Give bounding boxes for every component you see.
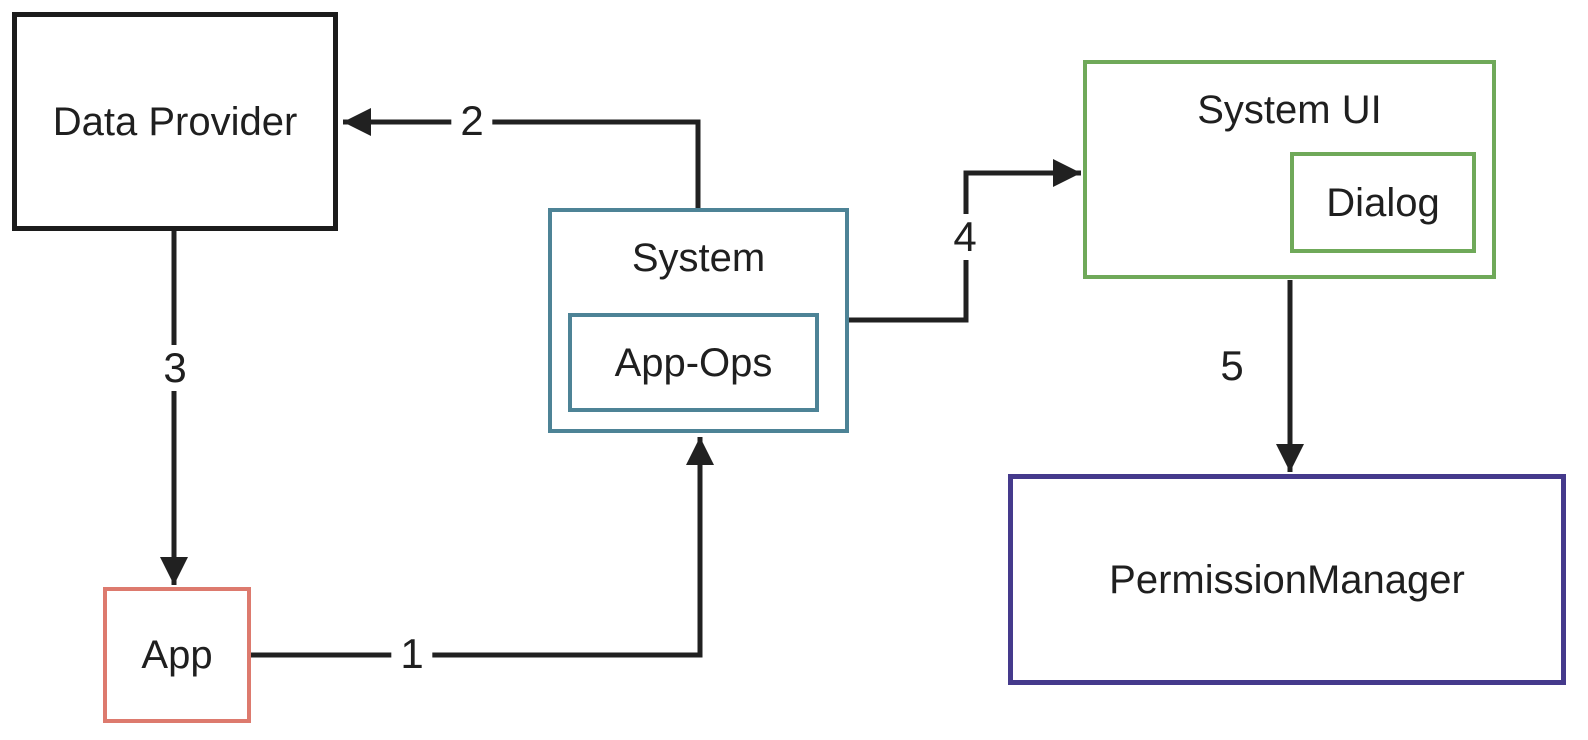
- edge-system-to-data-provider: [343, 108, 701, 210]
- node-app-label: App: [141, 633, 213, 677]
- node-app: App: [103, 587, 251, 723]
- node-dialog-label: Dialog: [1326, 180, 1440, 225]
- edge-label-3: 3: [154, 345, 196, 391]
- node-app-ops: App-Ops: [568, 313, 819, 412]
- node-system-label: System: [631, 236, 766, 280]
- node-data-provider: Data Provider: [12, 12, 338, 231]
- edge-label-5: 5: [1220, 342, 1244, 389]
- node-app-ops-label: App-Ops: [614, 340, 773, 385]
- node-permission-manager-label: PermissionManager: [1109, 557, 1465, 602]
- node-system-ui-label: System UI: [1197, 88, 1382, 132]
- edge-label-4: 4: [944, 214, 986, 260]
- node-dialog: Dialog: [1290, 152, 1476, 253]
- edge-label-1: 1: [391, 631, 433, 677]
- edge-app-to-system: [251, 437, 714, 658]
- edge-label-2: 2: [451, 98, 493, 144]
- node-data-provider-label: Data Provider: [52, 99, 298, 144]
- node-permission-manager: PermissionManager: [1008, 474, 1566, 685]
